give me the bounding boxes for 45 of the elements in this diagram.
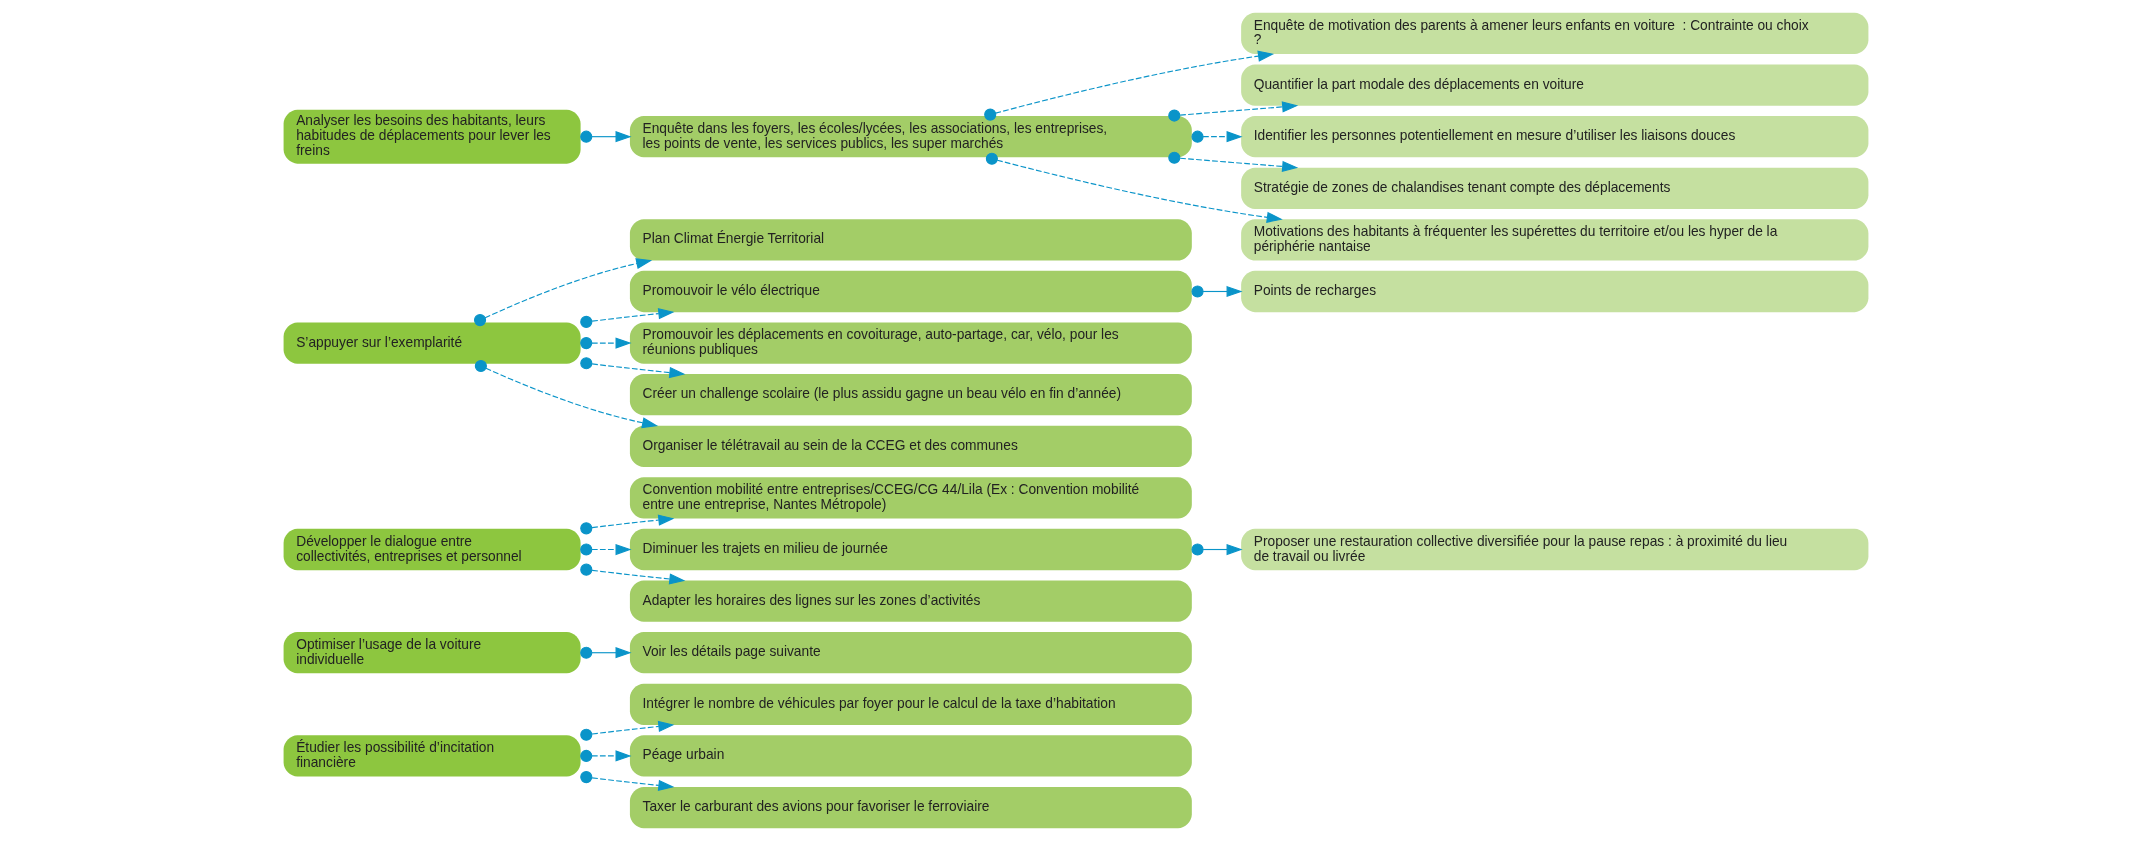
arrow (473, 258, 652, 327)
arrow (579, 749, 632, 762)
node-box: Proposer une restauration collective diversifiée pour la pause repas : à proximité du lieu de travail ou livrée (1240, 528, 1868, 571)
arrow (579, 308, 674, 328)
arrow (579, 543, 632, 556)
node-box: Enquête de motivation des parents à amener leurs enfants en voiture : Contrainte ou choix ? (1240, 12, 1868, 55)
arrow (579, 357, 685, 379)
arrow (579, 514, 674, 535)
arrow (579, 563, 685, 585)
node-box: Quantifier la part modale des déplacements en voiture (1240, 64, 1868, 106)
node-box: Voir les détails page suivante (629, 632, 1192, 674)
arrow (579, 720, 674, 741)
arrow (579, 646, 632, 659)
node-box: Points de recharges (1240, 270, 1868, 313)
node-box: Taxer le carburant des avions pour favoriser le ferroviaire (629, 786, 1192, 829)
node-box: Diminuer les trajets en milieu de journée (629, 528, 1192, 571)
arrow (1190, 130, 1243, 143)
node-box: Plan Climat Énergie Territorial (629, 219, 1192, 261)
arrow (579, 337, 632, 350)
node-box: Développer le dialogue entre collectivités, entreprises et personnel (283, 528, 581, 571)
node-box: Étudier les possibilité d’incitation financière (283, 735, 581, 777)
arrow (474, 359, 658, 429)
node-box: Enquête dans les foyers, les écoles/lycées, les associations, les entreprises, les points de vente, les services publics, les super marchés (629, 116, 1192, 158)
node-box: Promouvoir les déplacements en covoiturage, auto-partage, car, vélo, pour les réunions publiques (629, 322, 1192, 364)
node-box: Optimiser l’usage de la voiture individuelle (283, 632, 581, 674)
node-box: Stratégie de zones de chalandises tenant compte des déplacements (1240, 167, 1868, 209)
node-box: S’appuyer sur l’exemplarité (283, 322, 581, 364)
node-box: Créer un challenge scolaire (le plus assidu gagne un beau vélo en fin d’année) (629, 374, 1192, 416)
arrow (1190, 543, 1243, 556)
node-box: Adapter les horaires des lignes sur les zones d’activités (629, 580, 1192, 622)
node-box: Intégrer le nombre de véhicules par foyer pour le calcul de la taxe d’habitation (629, 683, 1192, 725)
node-box: Promouvoir le vélo électrique (629, 270, 1192, 313)
node-box: Identifier les personnes potentiellement en mesure d’utiliser les liaisons douces (1240, 116, 1868, 158)
node-box: Convention mobilité entre entreprises/CCEG/CG 44/Lila (Ex : Convention mobilité entre une entreprise, Nantes Métropole) (629, 477, 1192, 519)
arrow (1190, 285, 1243, 298)
node-box: Organiser le télétravail au sein de la CCEG et des communes (629, 425, 1192, 467)
node-box: Péage urbain (629, 735, 1192, 777)
node-box: Analyser les besoins des habitants, leurs habitudes de déplacements pour lever les freins (283, 109, 581, 164)
node-box: Motivations des habitants à fréquenter les supérettes du territoire et/ou les hyper de la périphérie nantaise (1240, 219, 1868, 261)
arrow (1167, 101, 1298, 122)
arrow (1167, 151, 1298, 173)
arrow (579, 130, 632, 143)
arrow (985, 152, 1283, 223)
arrow (579, 771, 674, 791)
arrow (983, 50, 1274, 121)
